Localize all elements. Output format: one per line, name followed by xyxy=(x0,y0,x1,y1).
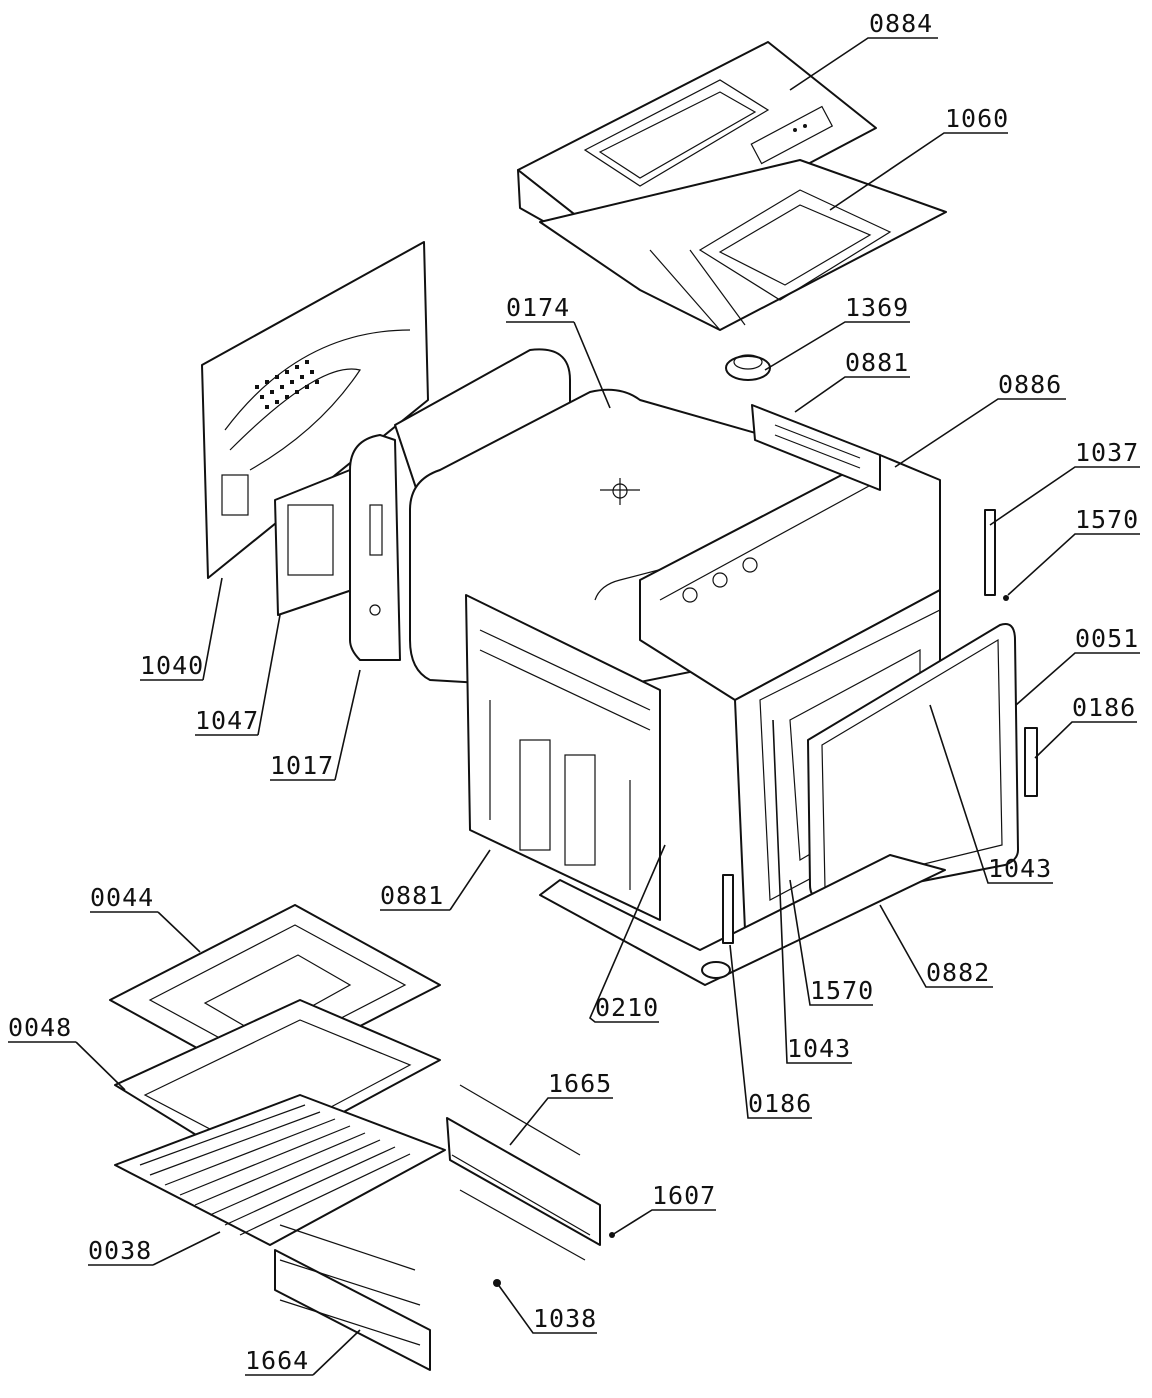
control-bracket-part xyxy=(274,469,353,616)
label-0038: 0038 xyxy=(88,1236,152,1265)
label-0044: 0044 xyxy=(90,883,154,912)
label-0186-right: 0186 xyxy=(1072,693,1136,722)
back-panel-part xyxy=(201,241,429,579)
hinge-0186-right-part xyxy=(1024,727,1038,797)
label-1665: 1665 xyxy=(548,1069,612,1098)
side-panel-left-part xyxy=(465,594,661,921)
shelf-support-left-part xyxy=(274,1224,431,1371)
label-1369: 1369 xyxy=(845,293,909,322)
fan-ring-part xyxy=(725,354,771,381)
label-1060: 1060 xyxy=(945,104,1009,133)
wire-rack-part xyxy=(114,1094,446,1246)
label-1038: 1038 xyxy=(533,1304,597,1333)
baking-tray-part xyxy=(109,904,441,1081)
label-0881-top: 0881 xyxy=(845,348,909,377)
label-1047: 1047 xyxy=(195,706,259,735)
label-0051: 0051 xyxy=(1075,624,1139,653)
label-0048: 0048 xyxy=(8,1013,72,1042)
label-0884: 0884 xyxy=(869,9,933,38)
hinge-1037-part xyxy=(984,509,996,596)
heat-shield-part xyxy=(539,159,947,331)
label-0210: 0210 xyxy=(595,993,659,1022)
label-1570-bottom: 1570 xyxy=(810,976,874,1005)
label-1043-right: 1043 xyxy=(988,854,1052,883)
label-0186-bottom: 0186 xyxy=(748,1089,812,1118)
label-1664: 1664 xyxy=(245,1346,309,1375)
label-1040: 1040 xyxy=(140,651,204,680)
rear-cooling-panel-part xyxy=(751,404,881,491)
part-labels: 0884 1060 0174 1369 0881 0886 1037 1570 … xyxy=(8,9,1139,1375)
label-1017: 1017 xyxy=(270,751,334,780)
label-1570-top: 1570 xyxy=(1075,505,1139,534)
label-0882: 0882 xyxy=(926,958,990,987)
screw-1570-top xyxy=(1003,595,1009,601)
label-1037: 1037 xyxy=(1075,438,1139,467)
back-panel-vents xyxy=(255,360,319,409)
label-0881-left: 0881 xyxy=(380,881,444,910)
label-1607: 1607 xyxy=(652,1181,716,1210)
label-0174: 0174 xyxy=(506,293,570,322)
bottom-panel-part xyxy=(539,854,946,986)
side-cover-part xyxy=(349,434,401,661)
label-1043-bottom: 1043 xyxy=(787,1034,851,1063)
leader-lines xyxy=(8,37,1140,1376)
label-0886: 0886 xyxy=(998,370,1062,399)
shelf-support-right-part xyxy=(446,1084,601,1261)
hinge-0186-bottom-part xyxy=(722,874,734,944)
